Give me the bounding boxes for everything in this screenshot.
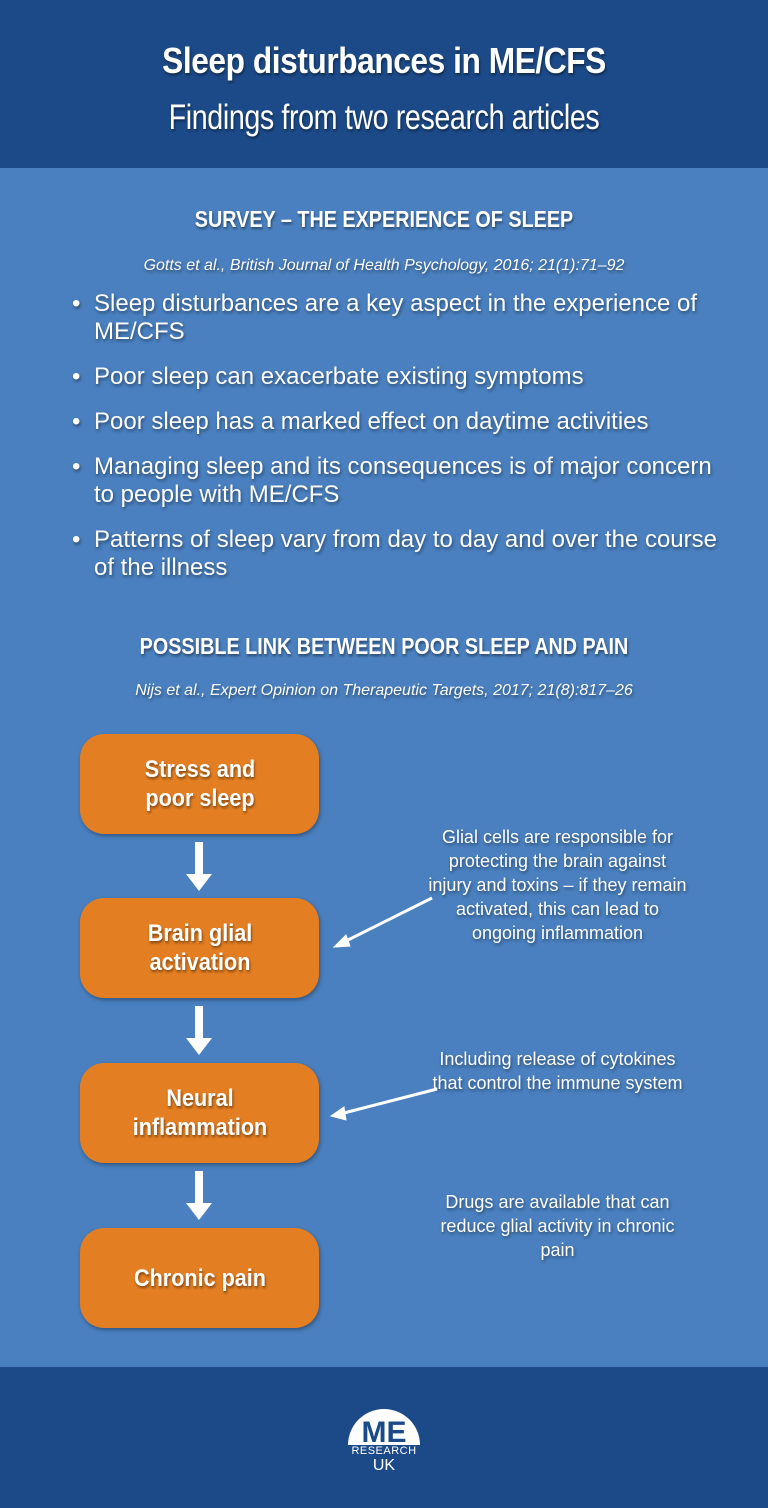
finding-item: Poor sleep can exacerbate existing sympt…	[72, 363, 722, 391]
header-banner: Sleep disturbances in ME/CFS Findings fr…	[0, 0, 768, 168]
finding-item: Poor sleep has a marked effect on daytim…	[72, 408, 722, 436]
annotation-glial-cells: Glial cells are responsible for protecti…	[428, 827, 687, 943]
down-arrow-icon	[186, 1006, 212, 1055]
logo-uk-text: UK	[372, 1457, 396, 1474]
survey-findings-list: Sleep disturbances are a key aspect in t…	[72, 290, 722, 599]
flow-box-label: Neural inflammation	[132, 1085, 267, 1141]
logo-mark: ME	[362, 1416, 407, 1449]
survey-citation: Gotts et al., British Journal of Health …	[143, 257, 625, 274]
footer-banner: ME RESEARCH UK	[0, 1367, 768, 1508]
down-arrow-icon	[186, 1171, 212, 1220]
link-heading: POSSIBLE LINK BETWEEN POOR SLEEP AND PAI…	[139, 633, 629, 659]
logo-research-text: RESEARCH	[351, 1445, 417, 1457]
flow-box-stress-sleep: Stress and poor sleep	[80, 734, 319, 834]
finding-item: Patterns of sleep vary from day to day a…	[72, 526, 722, 582]
page-title: Sleep disturbances in ME/CFS	[162, 40, 606, 81]
flow-box-label: Brain glial activation	[147, 920, 252, 976]
flow-box-glial-activation: Brain glial activation	[80, 898, 319, 998]
logo-dome-icon: ME	[348, 1409, 420, 1449]
flow-box-neural-inflammation: Neural inflammation	[80, 1063, 319, 1163]
link-citation: Nijs et al., Expert Opinion on Therapeut…	[135, 682, 633, 699]
finding-item: Sleep disturbances are a key aspect in t…	[72, 290, 722, 346]
annotation-drugs: Drugs are available that can reduce glia…	[440, 1192, 675, 1260]
flow-box-label: Stress and poor sleep	[144, 756, 255, 812]
down-arrow-icon	[186, 842, 212, 891]
finding-item: Managing sleep and its consequences is o…	[72, 453, 722, 509]
annotation-cytokines: Including release of cytokines that cont…	[432, 1049, 683, 1093]
survey-heading: SURVEY – THE EXPERIENCE OF SLEEP	[194, 206, 574, 232]
flow-box-chronic-pain: Chronic pain	[80, 1228, 319, 1328]
flow-box-label: Chronic pain	[133, 1264, 266, 1292]
pointer-arrow-icon	[329, 1087, 438, 1121]
page-subtitle: Findings from two research articles	[168, 98, 600, 137]
me-research-uk-logo: ME RESEARCH UK	[344, 1405, 424, 1481]
pointer-arrow-icon	[332, 896, 433, 948]
